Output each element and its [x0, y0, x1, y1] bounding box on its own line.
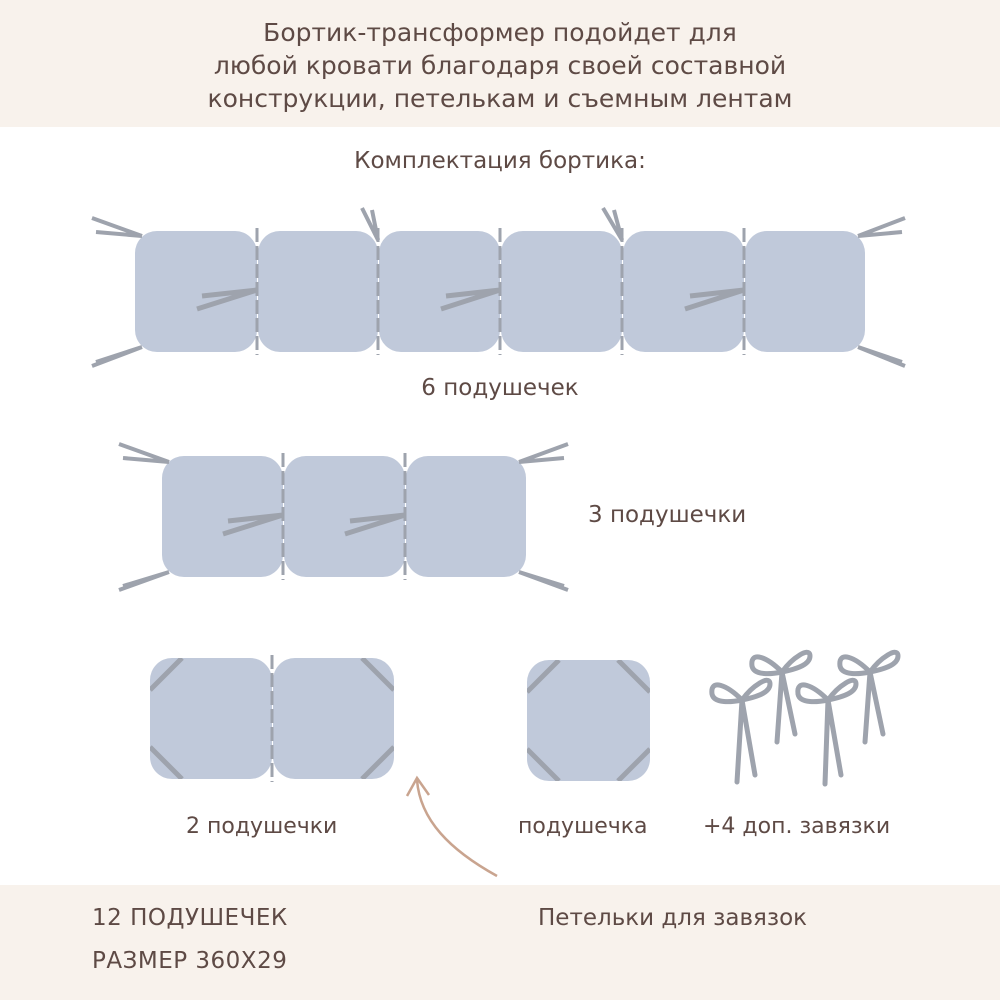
pillow-single [527, 660, 650, 781]
label-six-pillows: 6 подушечек [421, 375, 579, 401]
ties-three [118, 442, 569, 592]
arrow-icon [405, 775, 498, 878]
footer-loops-note: Петельки для завязок [538, 905, 808, 931]
footer-count: 12 ПОДУШЕЧЕК [92, 905, 288, 931]
footer-size: РАЗМЕР 360Х29 [92, 948, 288, 974]
pillows-six [135, 231, 865, 352]
extra-ties-icon [709, 649, 901, 787]
header-line: любой кровати благодаря своей составной [213, 51, 787, 80]
ties-six [91, 206, 906, 368]
label-two-pillows: 2 подушечки [186, 814, 338, 839]
footer-band [0, 885, 1000, 1000]
header-line: конструкции, петелькам и съемным лентам [207, 84, 793, 113]
header-line: Бортик-трансформер подойдет для [263, 18, 737, 47]
label-one-pillow: подушечка [518, 814, 648, 839]
pillows-three [162, 456, 526, 577]
set-title: Комплектация бортика: [354, 148, 646, 174]
header-text: Бортик-трансформер подойдет для любой кр… [0, 16, 1000, 115]
label-extra-ties: +4 доп. завязки [703, 814, 891, 839]
pillows-two [150, 655, 394, 782]
header-band [0, 0, 1000, 127]
label-three-pillows: 3 подушечки [588, 502, 747, 528]
